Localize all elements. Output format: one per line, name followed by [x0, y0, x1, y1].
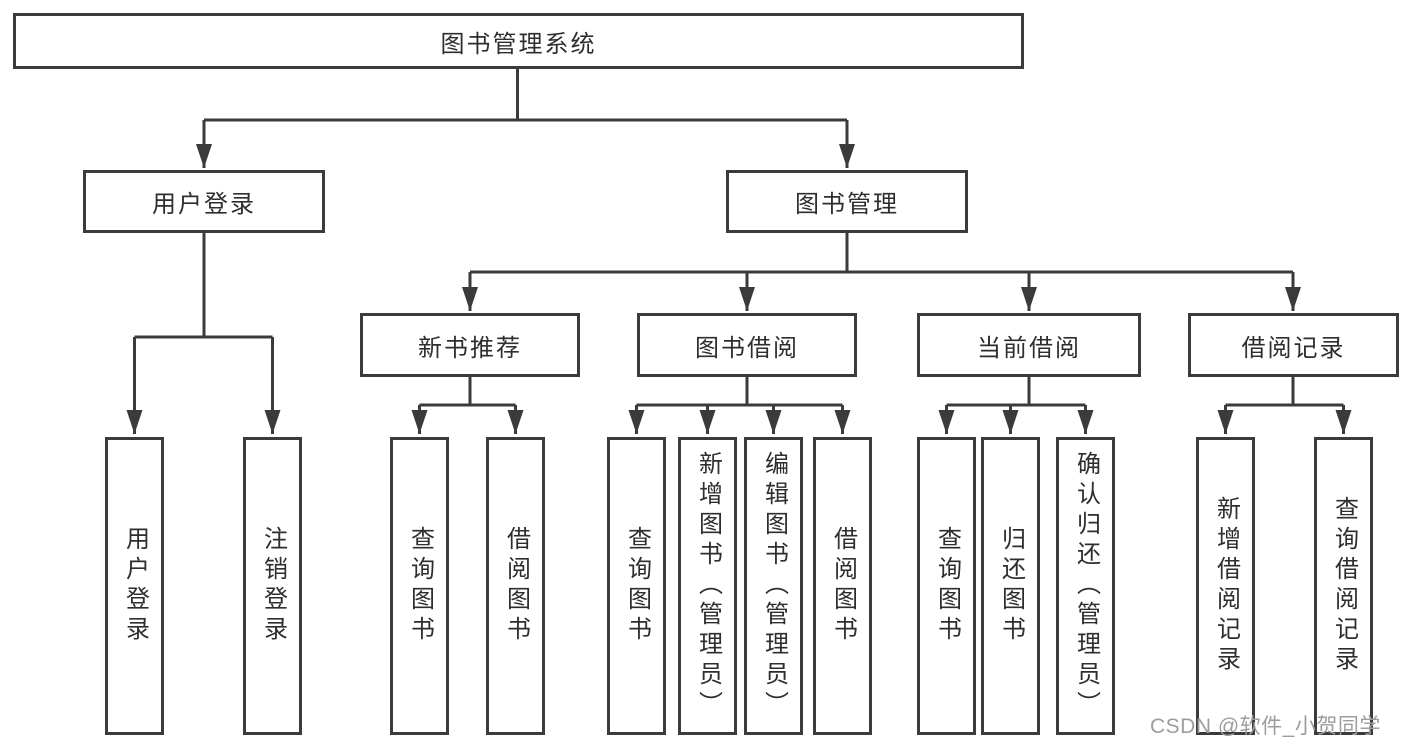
leaf-current-confirm-return-admin-label: 确认归还（管理员） — [1072, 451, 1100, 721]
leaf-records-query-record-label: 查询借阅记录 — [1330, 496, 1358, 676]
leaf-borrow-add-books-admin-label: 新增图书（管理员） — [694, 451, 722, 721]
node-book-management-label: 图书管理 — [795, 191, 899, 218]
leaf-current-query-books: 查询图书 — [917, 437, 976, 735]
leaf-logout-login-label: 注销登录 — [259, 526, 287, 646]
node-book-borrow: 图书借阅 — [637, 313, 857, 377]
node-book-borrow-label: 图书借阅 — [695, 334, 799, 362]
node-root: 图书管理系统 — [13, 13, 1024, 69]
leaf-borrow-edit-books-admin: 编辑图书（管理员） — [744, 437, 803, 735]
node-user-login-label: 用户登录 — [152, 191, 256, 218]
leaf-recommend-query-books: 查询图书 — [390, 437, 449, 735]
node-current-borrow: 当前借阅 — [917, 313, 1141, 377]
leaf-current-return-books: 归还图书 — [981, 437, 1040, 735]
leaf-borrow-borrow-books: 借阅图书 — [813, 437, 872, 735]
leaf-borrow-query-books: 查询图书 — [607, 437, 666, 735]
leaf-borrow-query-books-label: 查询图书 — [623, 526, 651, 646]
csdn-watermark: CSDN @软件_小贺同学 — [1150, 715, 1381, 738]
node-new-book-recommend-label: 新书推荐 — [418, 334, 522, 362]
leaf-borrow-borrow-books-label: 借阅图书 — [829, 526, 857, 646]
leaf-current-return-books-label: 归还图书 — [997, 526, 1025, 646]
leaf-current-confirm-return-admin: 确认归还（管理员） — [1056, 437, 1115, 735]
leaf-borrow-add-books-admin: 新增图书（管理员） — [678, 437, 737, 735]
leaf-user-login-label: 用户登录 — [121, 526, 149, 646]
node-borrow-records: 借阅记录 — [1188, 313, 1399, 377]
node-root-label: 图书管理系统 — [440, 30, 597, 58]
leaf-borrow-edit-books-admin-label: 编辑图书（管理员） — [760, 451, 788, 721]
leaf-records-add-record-label: 新增借阅记录 — [1212, 496, 1240, 676]
node-current-borrow-label: 当前借阅 — [977, 334, 1081, 362]
node-borrow-records-label: 借阅记录 — [1241, 334, 1346, 362]
leaf-current-query-books-label: 查询图书 — [933, 526, 961, 646]
leaf-recommend-borrow-books: 借阅图书 — [486, 437, 545, 735]
leaf-records-add-record: 新增借阅记录 — [1196, 437, 1255, 735]
node-book-management: 图书管理 — [726, 170, 968, 233]
leaf-records-query-record: 查询借阅记录 — [1314, 437, 1373, 735]
leaf-user-login: 用户登录 — [105, 437, 164, 735]
node-new-book-recommend: 新书推荐 — [360, 313, 580, 377]
leaf-recommend-borrow-books-label: 借阅图书 — [502, 526, 530, 646]
leaf-recommend-query-books-label: 查询图书 — [406, 526, 434, 646]
node-user-login: 用户登录 — [83, 170, 325, 233]
leaf-logout-login: 注销登录 — [243, 437, 302, 735]
